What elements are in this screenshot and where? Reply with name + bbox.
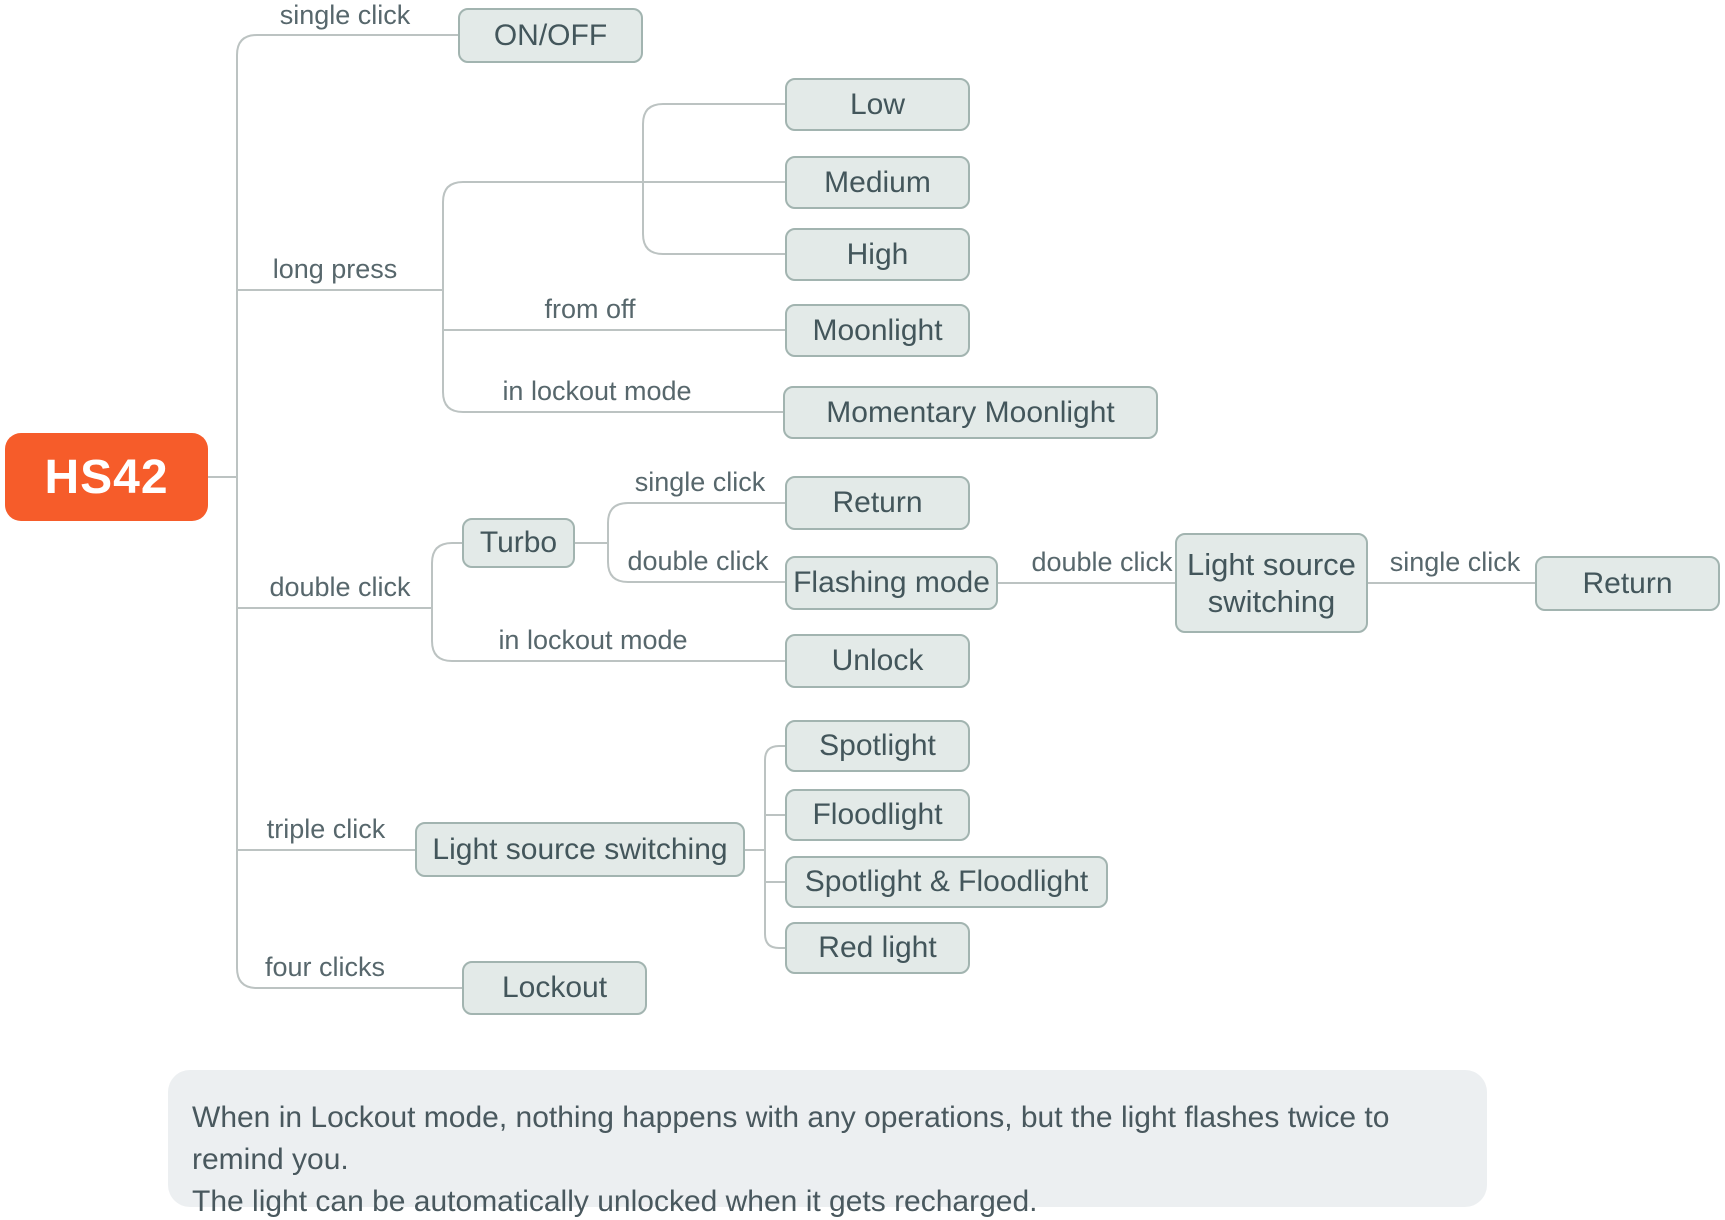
edge-label-single-click-2: single click [634, 467, 766, 497]
edge-label-triple-click: triple click [266, 814, 386, 844]
edge-label-from-off: from off [544, 294, 636, 324]
edge-label-in-lockout-mode-2: in lockout mode [498, 625, 688, 655]
node-momentary-moonlight: Momentary Moonlight [783, 386, 1158, 439]
edge-label-double-click-2: double click [627, 546, 769, 576]
edge-label-four-clicks: four clicks [264, 952, 386, 982]
node-spotlight-and-floodlight: Spotlight & Floodlight [785, 856, 1108, 908]
node-low: Low [785, 78, 970, 131]
node-light-source-switching-from-flashing: Light source switching [1175, 533, 1368, 633]
node-high: High [785, 228, 970, 281]
turbo-bracket [607, 502, 786, 583]
node-turbo: Turbo [462, 518, 575, 568]
node-light-source-switching: Light source switching [415, 822, 745, 877]
node-red-light: Red light [785, 922, 970, 974]
edge-label-single-click: single click [279, 0, 411, 30]
node-unlock: Unlock [785, 634, 970, 688]
node-medium: Medium [785, 156, 970, 209]
trunk-connector [236, 34, 463, 989]
note-line-2: The light can be automatically unlocked … [192, 1185, 1038, 1218]
node-on-off: ON/OFF [458, 8, 643, 63]
levels-bracket [642, 103, 786, 255]
node-return-from-turbo: Return [785, 476, 970, 530]
node-spotlight: Spotlight [785, 720, 970, 772]
note-line-1: When in Lockout mode, nothing happens wi… [192, 1101, 1390, 1176]
sources-bracket [764, 745, 786, 949]
edge-label-single-click-3: single click [1389, 547, 1521, 577]
node-return-from-lss: Return [1535, 556, 1720, 611]
root-node-hs42: HS42 [5, 433, 208, 521]
note-box: When in Lockout mode, nothing happens wi… [168, 1070, 1487, 1218]
node-flashing-mode: Flashing mode [785, 556, 998, 610]
double-click-bracket [431, 542, 786, 662]
node-floodlight: Floodlight [785, 789, 970, 841]
edge-label-long-press: long press [272, 254, 398, 284]
node-moonlight: Moonlight [785, 304, 970, 357]
node-lockout: Lockout [462, 961, 647, 1015]
edge-label-double-click: double click [269, 572, 411, 602]
long-press-bracket [442, 181, 786, 413]
edge-label-double-click-3: double click [1031, 547, 1173, 577]
edge-label-in-lockout-mode-1: in lockout mode [502, 376, 692, 406]
